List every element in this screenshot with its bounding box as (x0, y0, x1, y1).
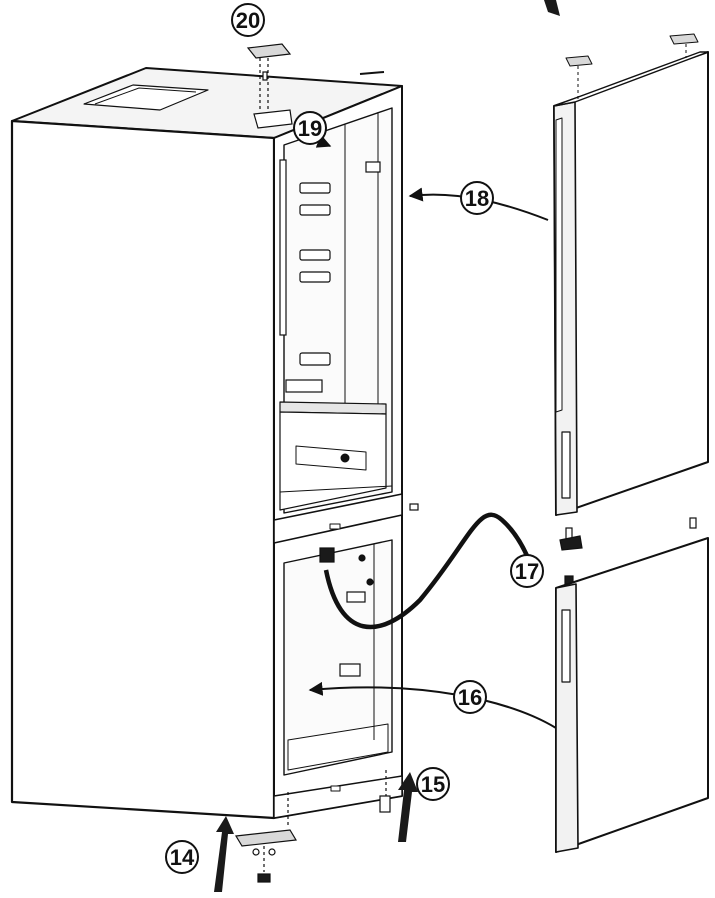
bottom-hinge-screw (268, 848, 276, 856)
arrow-14 (214, 816, 234, 892)
levelling-foot-15 (379, 795, 391, 813)
hinge-hole-cap (359, 71, 385, 75)
freezer-door-panel (555, 537, 709, 853)
callout-15-label: 15 (421, 772, 445, 797)
callout-19-circle (293, 111, 327, 145)
callout-17: 17 (510, 554, 544, 588)
freezer-drawer-handle (346, 591, 366, 603)
crisper-label-dot (340, 453, 350, 463)
cabinet-top-plate (83, 84, 209, 111)
callout-20: 20 (231, 3, 265, 37)
callout-19-label: 19 (298, 116, 322, 141)
callout-18-circle (460, 181, 494, 215)
fridge-door-top (553, 51, 709, 107)
freezer-drawer-handle (339, 663, 361, 677)
bottom-kick-slot (330, 785, 341, 792)
arrow-top-partial (544, 0, 560, 16)
crisper-floor-line (279, 485, 393, 493)
callout-14-label: 14 (170, 845, 195, 870)
screw-symbol (366, 578, 374, 586)
top-hinge-bracket (253, 109, 293, 129)
freezer-floor (287, 723, 389, 771)
callout-16-label: 16 (458, 685, 482, 710)
callout-20-circle (231, 3, 265, 37)
fridge-door-hole-cap (565, 55, 593, 67)
callout-18: 18 (460, 181, 494, 215)
shelf-bracket (299, 204, 331, 216)
callout-16-circle (453, 680, 487, 714)
refrigerator-cabinet (10, 67, 403, 820)
arrow-15 (398, 772, 418, 842)
shelf-bracket (299, 352, 331, 366)
callout-15: 15 (416, 767, 450, 801)
shelf-bracket (299, 182, 331, 194)
top-hinge-screw (262, 71, 268, 81)
divider-slot (329, 523, 341, 530)
shelf-bracket (299, 249, 331, 261)
callout-18-label: 18 (465, 186, 489, 211)
callout-19: 19 (293, 111, 327, 145)
freezer-door-handle-recess (561, 609, 571, 683)
bottom-hinge-plate (235, 829, 297, 847)
fridge-door-hole-cap (669, 33, 699, 45)
screw-symbol (358, 554, 366, 562)
compartment-divider (273, 493, 403, 544)
crisper-label-plate (295, 445, 367, 471)
callout-17-label: 17 (515, 559, 539, 584)
top-hinge-cover (246, 43, 292, 59)
adjustable-foot (257, 873, 271, 883)
freezer-door-screw (689, 517, 697, 529)
fridge-shelf-brackets (285, 161, 381, 393)
middle-hinge-bracket (559, 535, 583, 551)
divider-pin (409, 503, 419, 511)
fridge-door-handle-recess (561, 431, 571, 499)
door-cable-17 (323, 512, 539, 630)
callout-20-label: 20 (236, 8, 260, 33)
middle-hinge (559, 517, 697, 585)
freezer-door (555, 537, 709, 853)
shelf-bracket (299, 271, 331, 283)
callout-15-circle (416, 767, 450, 801)
bottom-hinge-assembly (235, 770, 391, 883)
direction-arrows (214, 0, 560, 892)
fridge-light-strip (279, 159, 287, 336)
callout-17-circle (510, 554, 544, 588)
callout-16: 16 (453, 680, 487, 714)
fridge-door-gasket (555, 117, 563, 413)
callout-14: 14 (165, 840, 199, 874)
fridge-door (553, 33, 709, 516)
temperature-control (285, 379, 323, 393)
freezer-fittings (319, 503, 419, 677)
middle-hinge-mount (319, 547, 335, 563)
cabinet-side-face (10, 119, 276, 820)
callout-14-circle (165, 840, 199, 874)
cabinet-top-plate-detail (94, 87, 197, 105)
cabinet-bottom-kick (273, 775, 403, 819)
top-hinge-assembly (246, 43, 385, 129)
bottom-hinge-screw (252, 848, 260, 856)
fridge-light-housing (365, 161, 381, 173)
